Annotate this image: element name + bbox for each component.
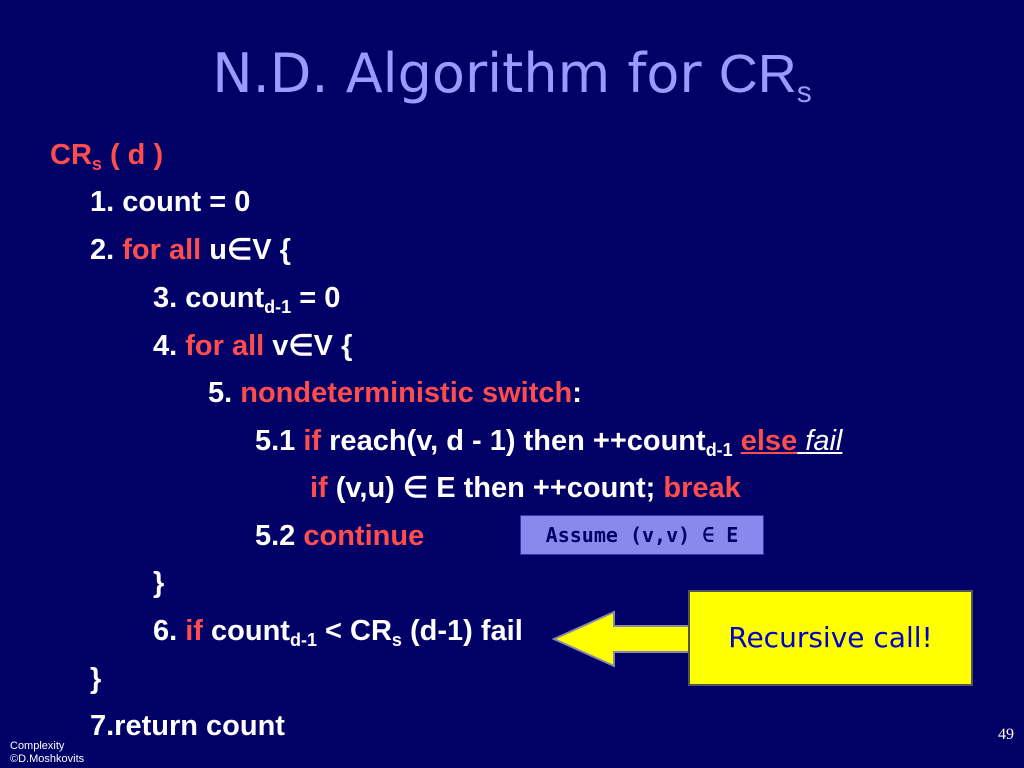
code-line-2: 2. for all u∈V { xyxy=(90,233,291,267)
code-line-5-2: 5.2 continue xyxy=(255,519,424,553)
line-6-if: if xyxy=(185,615,203,647)
line-51-num: 5.1 xyxy=(255,425,304,457)
assume-note: Assume (v,v) ∈ E xyxy=(520,515,764,555)
line-6-sub2: s xyxy=(391,630,402,650)
line-4-keyword: for all xyxy=(185,330,265,362)
line-51-else: else xyxy=(740,425,798,457)
line-2-keyword: for all xyxy=(122,234,202,266)
line-6-pre: count xyxy=(202,615,290,647)
line-5-colon: : xyxy=(572,377,582,409)
code-close-brace-outer: } xyxy=(90,663,102,695)
line-3-sub: d-1 xyxy=(264,297,292,317)
line-2-num: 2. xyxy=(90,234,123,266)
line-5-keyword: nondeterministic switch xyxy=(240,377,573,409)
footer-line-2: ©D.Moshkovits xyxy=(10,753,85,765)
line-6-post: (d-1) fail xyxy=(401,615,523,647)
code-line-3: 3. countd-1 = 0 xyxy=(153,281,340,324)
line-52-num: 5.2 xyxy=(255,520,304,552)
page-number: 49 xyxy=(998,726,1014,743)
line-51b-break: break xyxy=(663,472,741,504)
line-4-rest: v∈V { xyxy=(264,330,353,362)
line-6-mid: < CR xyxy=(316,615,392,647)
line-51-fail: fail xyxy=(805,425,843,457)
line-5-num: 5. xyxy=(208,377,241,409)
line-51b-if: if xyxy=(310,472,328,504)
line-4-num: 4. xyxy=(153,330,186,362)
code-line-5: 5. nondeterministic switch: xyxy=(208,376,582,410)
header-sub: s xyxy=(91,154,102,174)
line-3-pre: 3. count xyxy=(153,282,265,314)
code-line-6: 6. if countd-1 < CRs (d-1) fail xyxy=(153,614,523,657)
title-cr-text: CR xyxy=(718,44,797,104)
title-cr-sub: s xyxy=(796,76,812,109)
line-51-if: if xyxy=(303,425,322,457)
line-51b-mid: (v,u) ∈ E then ++count; xyxy=(327,472,664,504)
code-line-5-1b: if (v,u) ∈ E then ++count; break xyxy=(310,471,741,505)
code-line-7: 7.return count xyxy=(90,710,285,742)
footer-line-1: Complexity xyxy=(10,740,65,752)
code-close-brace-inner: } xyxy=(153,567,165,599)
line-6-sub1: d-1 xyxy=(289,630,317,650)
title-text: N.D. Algorithm for xyxy=(212,42,719,105)
line-2-rest: u∈V { xyxy=(201,234,291,266)
code-line-5-1: 5.1 if reach(v, d - 1) then ++countd-1 e… xyxy=(255,424,842,467)
code-line-1: 1. count = 0 xyxy=(90,186,251,218)
line-6-num: 6. xyxy=(153,615,186,647)
recursive-call-callout: Recursive call! xyxy=(688,590,973,686)
code-line-4: 4. for all v∈V { xyxy=(153,329,352,363)
title-cr: CRs xyxy=(718,44,812,109)
line-3-post: = 0 xyxy=(291,282,341,314)
footer: Complexity ©D.Moshkovits xyxy=(10,740,84,766)
callout-arrow-icon xyxy=(552,610,691,668)
header-cr: CR xyxy=(50,139,92,171)
line-52-keyword: continue xyxy=(303,520,425,552)
line-51-mid: reach(v, d - 1) then ++count xyxy=(321,425,706,457)
code-header: CRs ( d ) xyxy=(50,138,163,181)
slide-title: N.D. Algorithm for CRs xyxy=(0,42,1024,110)
line-51-sub: d-1 xyxy=(705,440,733,460)
header-args: ( d ) xyxy=(101,139,164,171)
